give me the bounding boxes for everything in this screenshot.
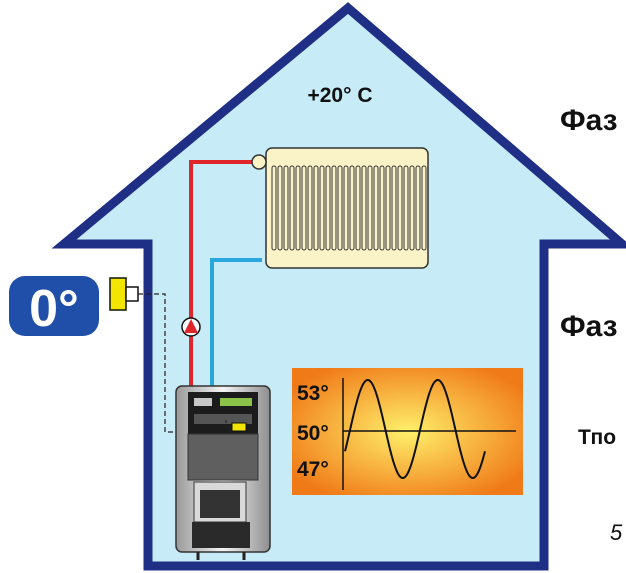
outdoor-sensor-icon <box>109 277 139 311</box>
radiator-icon <box>251 147 429 269</box>
outdoor-temperature: 0° <box>29 280 79 338</box>
outdoor-sensor-wire <box>138 293 185 433</box>
pump-icon <box>181 317 201 337</box>
phase-label-1: Фаз <box>560 104 618 137</box>
return-pipe <box>210 258 262 390</box>
outdoor-temperature-badge: 0° <box>9 276 99 338</box>
boiler-icon <box>175 385 271 560</box>
phase-label-2: Фаз <box>560 310 618 343</box>
temperature-wave-chart: 53° 50° 47° <box>292 368 523 495</box>
tick-label-50: 50° <box>297 422 329 445</box>
boiler-sensor-icon <box>225 420 247 432</box>
temperature-wave-line <box>344 379 486 479</box>
temperature-label: Тпо <box>578 426 616 449</box>
tick-label-47: 47° <box>297 458 329 481</box>
tick-label-53: 53° <box>297 382 329 405</box>
cut-number: 5 <box>610 520 623 545</box>
indoor-temperature: +20° C <box>307 84 372 107</box>
supply-pipe <box>189 160 258 390</box>
